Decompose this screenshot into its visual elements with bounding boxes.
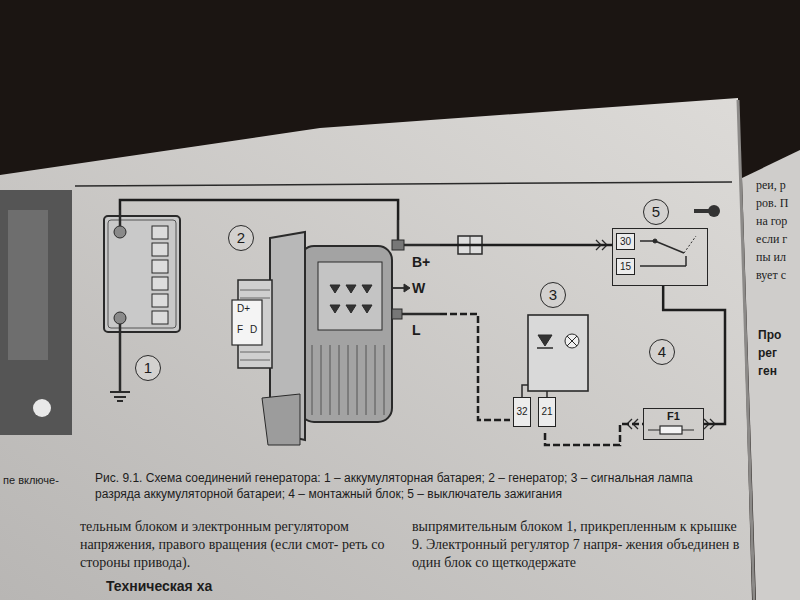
fuse-name: F1 <box>644 410 703 423</box>
w-output-arrow <box>404 284 410 292</box>
lamp-housing <box>528 315 588 391</box>
switch-node: 53015 <box>612 228 708 286</box>
wire <box>120 200 398 220</box>
heading-fragment: ген <box>758 364 777 378</box>
regulator-pin: F <box>236 324 244 335</box>
body-text: тельным блоком и электронным регулятором… <box>80 518 400 573</box>
page-fragment: вует с <box>756 268 786 282</box>
page-fragment: реи, р <box>756 178 786 192</box>
pin-number: 21 <box>538 397 556 427</box>
ground-symbol <box>114 396 126 398</box>
terminal-name: B+ <box>412 254 430 270</box>
callout-number: 3 <box>540 282 566 308</box>
page-rule <box>75 182 732 186</box>
pin-number: 30 <box>616 233 635 250</box>
switch-drawing <box>640 236 696 266</box>
battery-cell <box>152 294 168 307</box>
body-text: выпрямительным блоком 1, прикрепленным к… <box>412 518 742 573</box>
terminal-b-plus <box>392 240 404 250</box>
cooling-fins <box>312 345 384 415</box>
diode-symbol <box>538 335 552 346</box>
regulator-pin: D+ <box>236 303 251 314</box>
wire-group <box>120 200 725 445</box>
terminal-name: W <box>412 280 425 296</box>
page-fragment: на гор <box>756 214 787 228</box>
heading-fragment: Про <box>758 328 781 342</box>
page-fragment: пе включе- <box>3 474 73 487</box>
battery-cell <box>152 226 168 239</box>
battery-cell <box>152 311 168 324</box>
lamp-node: 33221 <box>510 315 595 433</box>
callout-number: 1 <box>135 355 161 381</box>
terminal-lead <box>404 244 440 247</box>
key-blade <box>694 209 709 213</box>
pin-lead <box>522 385 528 397</box>
pin-number: 15 <box>616 258 635 275</box>
switch-linkage <box>684 236 696 253</box>
page-fragment: ров. П <box>756 196 788 210</box>
battery-terminal <box>114 226 126 238</box>
ignition-key <box>694 205 720 217</box>
callout-number: 2 <box>228 225 254 251</box>
book-page <box>0 98 752 600</box>
terminal-name: L <box>412 322 421 338</box>
page-fragment: если г <box>756 232 787 246</box>
switch-lever <box>655 241 684 253</box>
fuse-node: 4F1 <box>643 408 704 440</box>
left-figure-icon <box>33 399 51 417</box>
diode-bar <box>537 347 553 349</box>
ground-symbol <box>117 400 123 402</box>
heading-fragment: рег <box>758 346 777 360</box>
page-fragment: пы ил <box>756 250 786 264</box>
lamp-bulb <box>565 334 579 348</box>
wire <box>440 314 510 420</box>
ground-symbol <box>110 391 130 393</box>
battery-terminal <box>114 312 126 324</box>
switch-contact <box>640 265 686 267</box>
section-heading: Техническая ха <box>106 578 212 595</box>
battery-lead <box>119 210 122 226</box>
battery-cell <box>152 277 168 290</box>
left-figure-strip <box>0 190 72 435</box>
key-head <box>708 205 720 217</box>
mounting-ear <box>262 394 300 445</box>
battery-cell <box>152 243 168 256</box>
fuse-symbol <box>660 426 682 434</box>
generator-node: 2D+ FD B+ W L <box>225 220 440 445</box>
figure-caption: Рис. 9.1. Схема соединений генератора: 1… <box>95 470 740 502</box>
lamp-cross <box>567 336 577 346</box>
diode-symbols <box>330 285 372 313</box>
callout-number: 4 <box>649 339 675 365</box>
rectifier-block <box>318 262 382 330</box>
ground-wire <box>119 324 122 392</box>
w-output-line <box>393 287 404 289</box>
generator-body <box>300 246 392 422</box>
pin-number: 32 <box>513 397 531 427</box>
terminal-lead <box>397 220 400 241</box>
callout-number: 5 <box>643 199 669 225</box>
left-figure-part <box>8 210 48 360</box>
battery-case <box>104 216 180 332</box>
terminal-l <box>392 309 402 319</box>
regulator-box <box>232 300 262 345</box>
terminal-lead <box>402 313 440 316</box>
generator-drawing <box>232 220 440 445</box>
connector-block <box>458 236 715 429</box>
fuse-drawing <box>648 426 694 434</box>
wire <box>545 424 643 445</box>
switch-contact <box>685 256 687 266</box>
battery-drawing <box>104 210 180 401</box>
battery-lid <box>108 220 176 328</box>
wire <box>440 244 612 247</box>
lamp-drawing <box>522 315 588 397</box>
regulator-pin: D <box>249 324 258 335</box>
battery-node: 1 <box>100 210 185 405</box>
battery-cell <box>152 260 168 273</box>
page-gutter <box>738 100 754 600</box>
